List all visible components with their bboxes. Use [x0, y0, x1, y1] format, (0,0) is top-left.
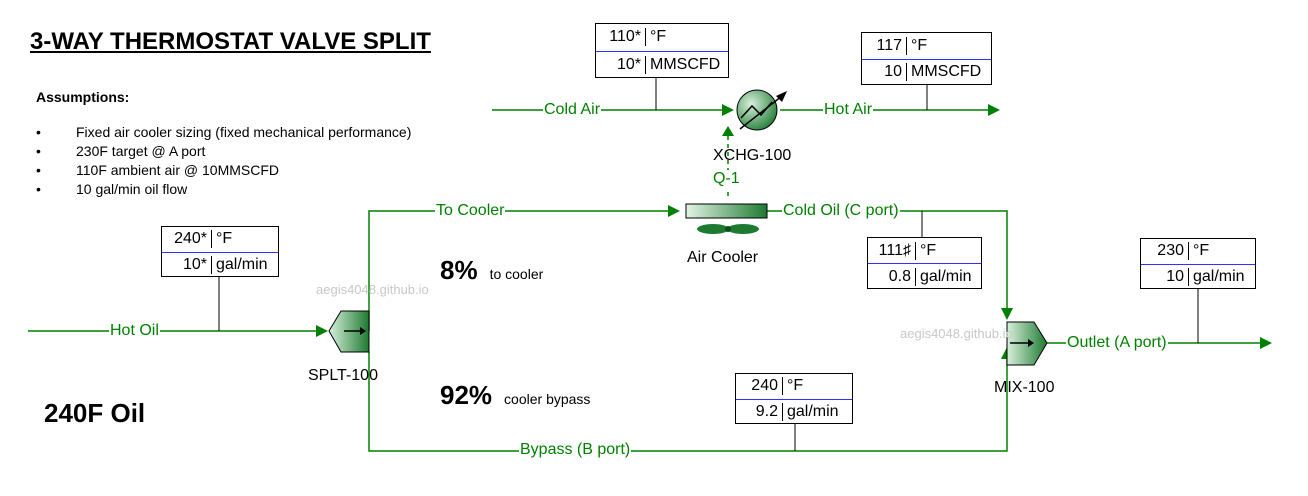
temperature-value: 230 — [1141, 242, 1189, 261]
flow-value: 10* — [162, 255, 212, 274]
arrow-icon — [988, 104, 1000, 116]
flow-unit: gal/min — [920, 267, 972, 285]
temperature-unit: °F — [1193, 242, 1210, 260]
arrow-icon — [1260, 337, 1272, 349]
flow-value: 10 — [1141, 267, 1189, 286]
temperature-value: 240* — [162, 230, 212, 249]
stream-label-outlet[interactable]: Outlet (A port) — [1066, 334, 1168, 352]
unit-label-xchg: XCHG-100 — [713, 147, 792, 164]
stream-label-q1[interactable]: Q-1 — [712, 170, 741, 188]
cooler-split-note: to cooler — [489, 266, 544, 282]
stream-label-cold-oil[interactable]: Cold Oil (C port) — [782, 202, 900, 220]
bullet-icon: • — [36, 124, 41, 140]
flow-unit: gal/min — [787, 402, 839, 420]
assumption-text: 230F target @ A port — [76, 143, 206, 159]
arrow-icon — [722, 104, 734, 116]
stream-label-hot-oil[interactable]: Hot Oil — [109, 322, 160, 340]
flow-value: 10 — [862, 63, 907, 82]
stream-label-bypass[interactable]: Bypass (B port) — [519, 441, 632, 459]
cooler-split-percent: 8% — [440, 255, 478, 285]
assumption-text: Fixed air cooler sizing (fixed mechanica… — [76, 124, 412, 140]
watermark: aegis4048.github.io — [900, 326, 1013, 341]
to-cooler-line[interactable] — [368, 210, 672, 331]
oil-temperature-label: 240F Oil — [44, 398, 146, 428]
temperature-unit: °F — [216, 230, 233, 248]
air-cooler-icon[interactable] — [685, 203, 768, 234]
watermark: aegis4048.github.io — [316, 282, 429, 297]
page-title: 3-WAY THERMOSTAT VALVE SPLIT — [30, 28, 431, 55]
flow-unit: MMSCFD — [650, 55, 721, 73]
flow-value: 10* — [596, 55, 646, 74]
assumption-item: • 110F ambient air @ 10MMSCFD — [36, 162, 279, 178]
bullet-icon: • — [36, 143, 41, 159]
assumptions-heading: Assumptions: — [36, 89, 130, 105]
mixer-icon[interactable] — [1006, 321, 1048, 366]
temperature-unit: °F — [787, 377, 804, 395]
flow-unit: gal/min — [216, 255, 268, 273]
temperature-value: 111♯ — [868, 241, 916, 260]
arrow-icon — [1001, 308, 1013, 320]
temperature-unit: °F — [911, 36, 928, 54]
bypass-split-note: cooler bypass — [504, 391, 591, 407]
arrow-icon — [316, 325, 328, 337]
temperature-unit: °F — [650, 28, 667, 46]
unit-label-mixer: MIX-100 — [994, 379, 1055, 396]
assumption-item: • 10 gal/min oil flow — [36, 181, 187, 197]
data-box-cold-air: 110*°F 10*MMSCFD — [595, 23, 729, 78]
assumption-text: 10 gal/min oil flow — [76, 181, 188, 197]
arrow-icon — [722, 126, 734, 136]
bypass-split-percent: 92% — [440, 380, 493, 410]
temperature-unit: °F — [920, 241, 937, 259]
stream-label-hot-air[interactable]: Hot Air — [823, 101, 874, 119]
assumption-item: • Fixed air cooler sizing (fixed mechanic… — [36, 124, 411, 140]
splitter-icon[interactable] — [328, 310, 370, 353]
flow-value: 9.2 — [736, 402, 783, 421]
stream-label-cold-air[interactable]: Cold Air — [543, 101, 602, 119]
temperature-value: 240 — [736, 377, 783, 396]
flow-unit: MMSCFD — [911, 63, 982, 81]
bypass-split-label: 92% cooler bypass — [440, 380, 590, 411]
temperature-value: 110* — [596, 28, 646, 47]
arrow-icon — [668, 205, 680, 217]
assumption-item: • 230F target @ A port — [36, 143, 205, 159]
bypass-line[interactable] — [368, 352, 1008, 452]
assumption-text: 110F ambient air @ 10MMSCFD — [76, 162, 280, 178]
stream-label-to-cooler[interactable]: To Cooler — [435, 202, 506, 220]
unit-label-splitter: SPLT-100 — [308, 367, 378, 384]
temperature-value: 117 — [862, 36, 907, 55]
unit-label-air-cooler: Air Cooler — [687, 249, 759, 266]
bullet-icon: • — [36, 181, 41, 197]
flow-value: 0.8 — [868, 267, 916, 286]
bullet-icon: • — [36, 162, 41, 178]
flow-unit: gal/min — [1193, 267, 1245, 285]
cooler-split-label: 8% to cooler — [440, 255, 543, 286]
heat-exchanger-icon[interactable] — [736, 89, 787, 131]
data-box-hot-oil: 240*°F 10*gal/min — [161, 226, 279, 277]
